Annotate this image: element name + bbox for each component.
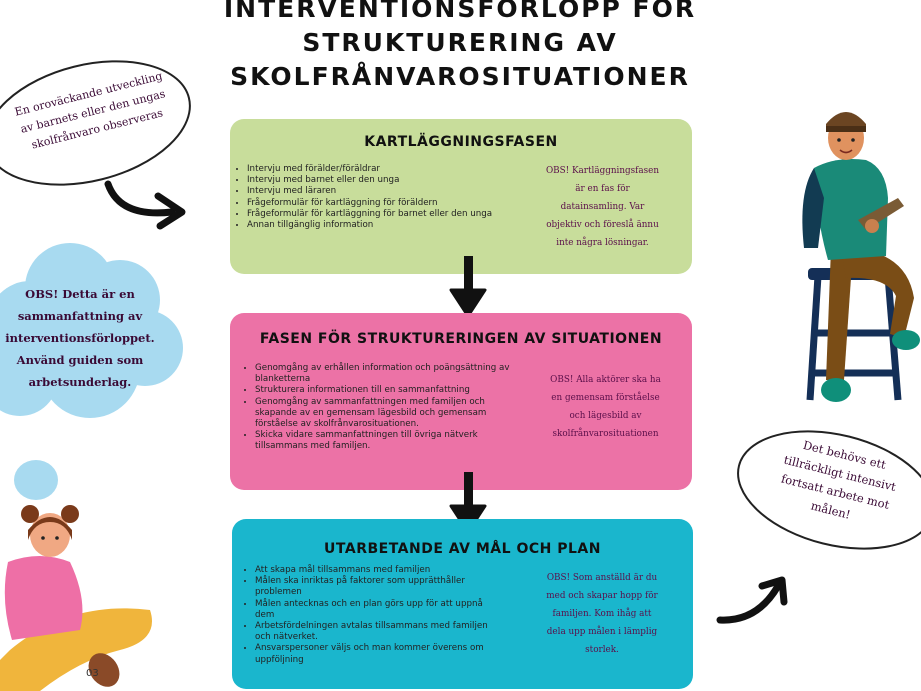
note-line: skolfrånvarosituationen: [552, 429, 659, 439]
note-line: och lägesbild av: [569, 411, 642, 421]
title-line-2: STRUKTURERING AV: [302, 28, 618, 57]
cloud-line: interventionsförloppet.: [5, 331, 155, 345]
phase-heading: UTARBETANDE AV MÅL OCH PLAN: [324, 541, 601, 557]
page-number: 03: [86, 668, 99, 679]
phase-list: Genomgång av erhållen information och po…: [243, 363, 523, 453]
list-item: Intervju med barnet eller den unga: [247, 175, 497, 186]
phase-heading: FASEN FÖR STRUKTURERINGEN AV SITUATIONEN: [259, 331, 663, 347]
list-item: Annan tillgänglig information: [247, 220, 497, 231]
note-line: dela upp målen i lämplig: [546, 627, 658, 637]
note-line: objektiv och föreslå ännu: [546, 220, 659, 230]
list-item: Ansvarspersoner väljs och man kommer öve…: [255, 643, 500, 665]
list-item: Intervju med förälder/föräldrar: [247, 164, 497, 175]
note-line: OBS! Kartläggningsfasen: [545, 166, 660, 176]
list-item: Skicka vidare sammanfattningen till övri…: [255, 430, 523, 452]
phase-note: OBS! Kartläggningsfasen är en fas för da…: [520, 162, 685, 252]
list-item: Genomgång av erhållen information och po…: [255, 363, 523, 385]
phase-kartlaggning: KARTLÄGGNINGSFASEN Intervju med förälder…: [230, 119, 692, 274]
list-item: Arbetsfördelningen avtalas tillsammans m…: [255, 621, 500, 643]
man-illustration: [802, 112, 920, 402]
note-line: familjen. Kom ihåg att: [552, 609, 652, 619]
list-item: Målen antecknas och en plan görs upp för…: [255, 599, 500, 621]
speech-oval-top-left: [0, 60, 191, 186]
note-line: datainsamling. Var: [560, 202, 645, 212]
note-line: OBS! Alla aktörer ska ha: [550, 375, 661, 385]
list-item: Strukturera informationen till en samman…: [255, 385, 523, 396]
list-item: Målen ska inriktas på faktorer som upprä…: [255, 576, 500, 598]
thought-dot: [14, 460, 58, 500]
phase-heading: KARTLÄGGNINGSFASEN: [364, 134, 558, 150]
note-line: en gemensam förståelse: [551, 393, 660, 403]
cloud-text: OBS! Detta är en sammanfattning av inter…: [0, 283, 165, 393]
list-item: Frågeformulär för kartläggning för barne…: [247, 209, 497, 220]
note-line: är en fas för: [575, 184, 630, 194]
page-title: INTERVENTIONSFÖRLOPP FÖR STRUKTURERING A…: [180, 0, 740, 94]
title-line-1: INTERVENTIONSFÖRLOPP FÖR: [223, 0, 697, 23]
speech-oval-right: [737, 430, 921, 550]
title-line-3: SKOLFRÅNVAROSITUATIONER: [230, 62, 690, 91]
down-arrow-icon: [449, 256, 487, 318]
curved-arrow-icon: [716, 576, 788, 624]
note-line: inte några lösningar.: [556, 238, 649, 248]
phase-strukturering: FASEN FÖR STRUKTURERINGEN AV SITUATIONEN…: [230, 313, 692, 490]
list-item: Intervju med läraren: [247, 186, 497, 197]
cloud-line: Använd guiden som: [16, 353, 144, 367]
cloud-line: OBS! Detta är en: [25, 287, 135, 301]
note-line: OBS! Som anställd är du: [546, 573, 658, 583]
phase-note: OBS! Som anställd är du med och skapar h…: [522, 569, 682, 659]
list-item: Genomgång av sammanfattningen med familj…: [255, 397, 523, 431]
cloud-line: sammanfattning av: [17, 309, 143, 323]
phase-list: Att skapa mål tillsammans med familjen M…: [243, 565, 500, 666]
phase-mal-och-plan: UTARBETANDE AV MÅL OCH PLAN Att skapa må…: [232, 519, 693, 689]
girl-illustration: [0, 505, 152, 691]
curved-arrow-icon: [104, 180, 186, 230]
list-item: Frågeformulär för kartläggning för föräl…: [247, 198, 497, 209]
note-line: med och skapar hopp för: [546, 591, 658, 601]
list-item: Att skapa mål tillsammans med familjen: [255, 565, 500, 576]
phase-list: Intervju med förälder/föräldrar Intervju…: [235, 164, 497, 231]
phase-note: OBS! Alla aktörer ska ha en gemensam för…: [528, 371, 683, 443]
cloud-shape: [0, 243, 183, 418]
cloud-line: arbetsunderlag.: [28, 375, 132, 389]
note-line: storlek.: [585, 645, 619, 655]
